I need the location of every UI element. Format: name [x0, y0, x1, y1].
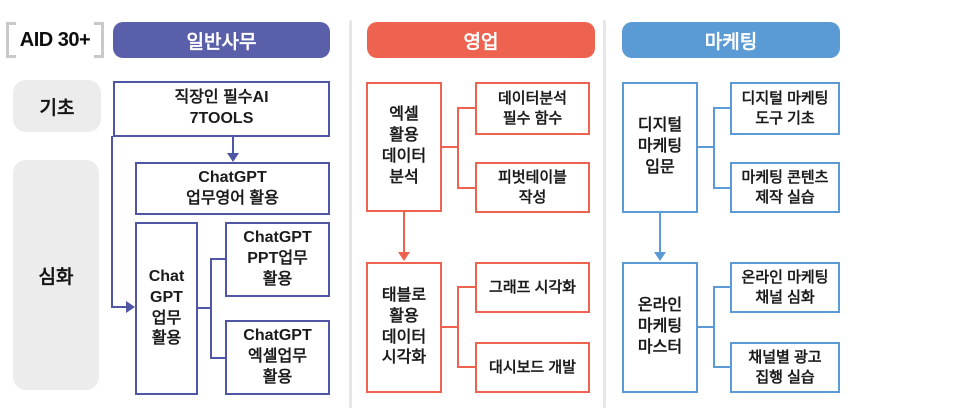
- level-advanced-badge: 심화: [13, 160, 99, 390]
- course-node-graph-visualization: 그래프 시각화: [475, 262, 590, 313]
- connector-line: [457, 286, 475, 288]
- connector-line: [442, 146, 457, 148]
- level-advanced-label: 심화: [38, 266, 74, 288]
- connector-line: [457, 286, 459, 368]
- arrow-down-icon: [654, 252, 666, 261]
- connector-line: [713, 286, 730, 288]
- course-node-dashboard-dev: 대시보드 개발: [475, 342, 590, 393]
- connector-line: [713, 187, 730, 189]
- connector-line: [210, 258, 212, 359]
- connector-line: [198, 307, 210, 309]
- column-header-marketing: 마케팅: [622, 22, 840, 58]
- connector-line: [698, 146, 713, 148]
- right-bracket-icon: [94, 22, 104, 58]
- column-divider: [603, 20, 606, 408]
- left-bracket-icon: [6, 22, 16, 58]
- connector-line: [210, 357, 225, 359]
- connector-line: [713, 286, 715, 368]
- connector-line: [457, 366, 475, 368]
- arrow-down-icon: [398, 252, 410, 261]
- connector-line: [457, 187, 475, 189]
- column-header-office: 일반사무: [113, 22, 330, 58]
- level-basic-badge: 기초: [13, 80, 101, 132]
- connector-line: [232, 136, 234, 154]
- connector-line: [713, 107, 715, 189]
- connector-line: [457, 107, 475, 109]
- connector-line: [442, 326, 457, 328]
- column-header-sales: 영업: [367, 22, 595, 58]
- program-badge: AID 30+: [6, 21, 104, 59]
- connector-line: [713, 107, 730, 109]
- connector-line: [403, 212, 405, 253]
- connector-line: [713, 366, 730, 368]
- program-label: AID 30+: [19, 28, 91, 51]
- column-divider: [349, 20, 352, 408]
- connector-line: [111, 136, 113, 308]
- connector-line: [457, 107, 459, 189]
- connector-line: [111, 306, 127, 308]
- level-basic-label: 기초: [39, 97, 75, 119]
- arrow-down-icon: [227, 153, 239, 162]
- connector-line: [698, 326, 713, 328]
- connector-line: [659, 213, 661, 253]
- connector-line: [210, 258, 225, 260]
- arrow-right-icon: [126, 301, 135, 313]
